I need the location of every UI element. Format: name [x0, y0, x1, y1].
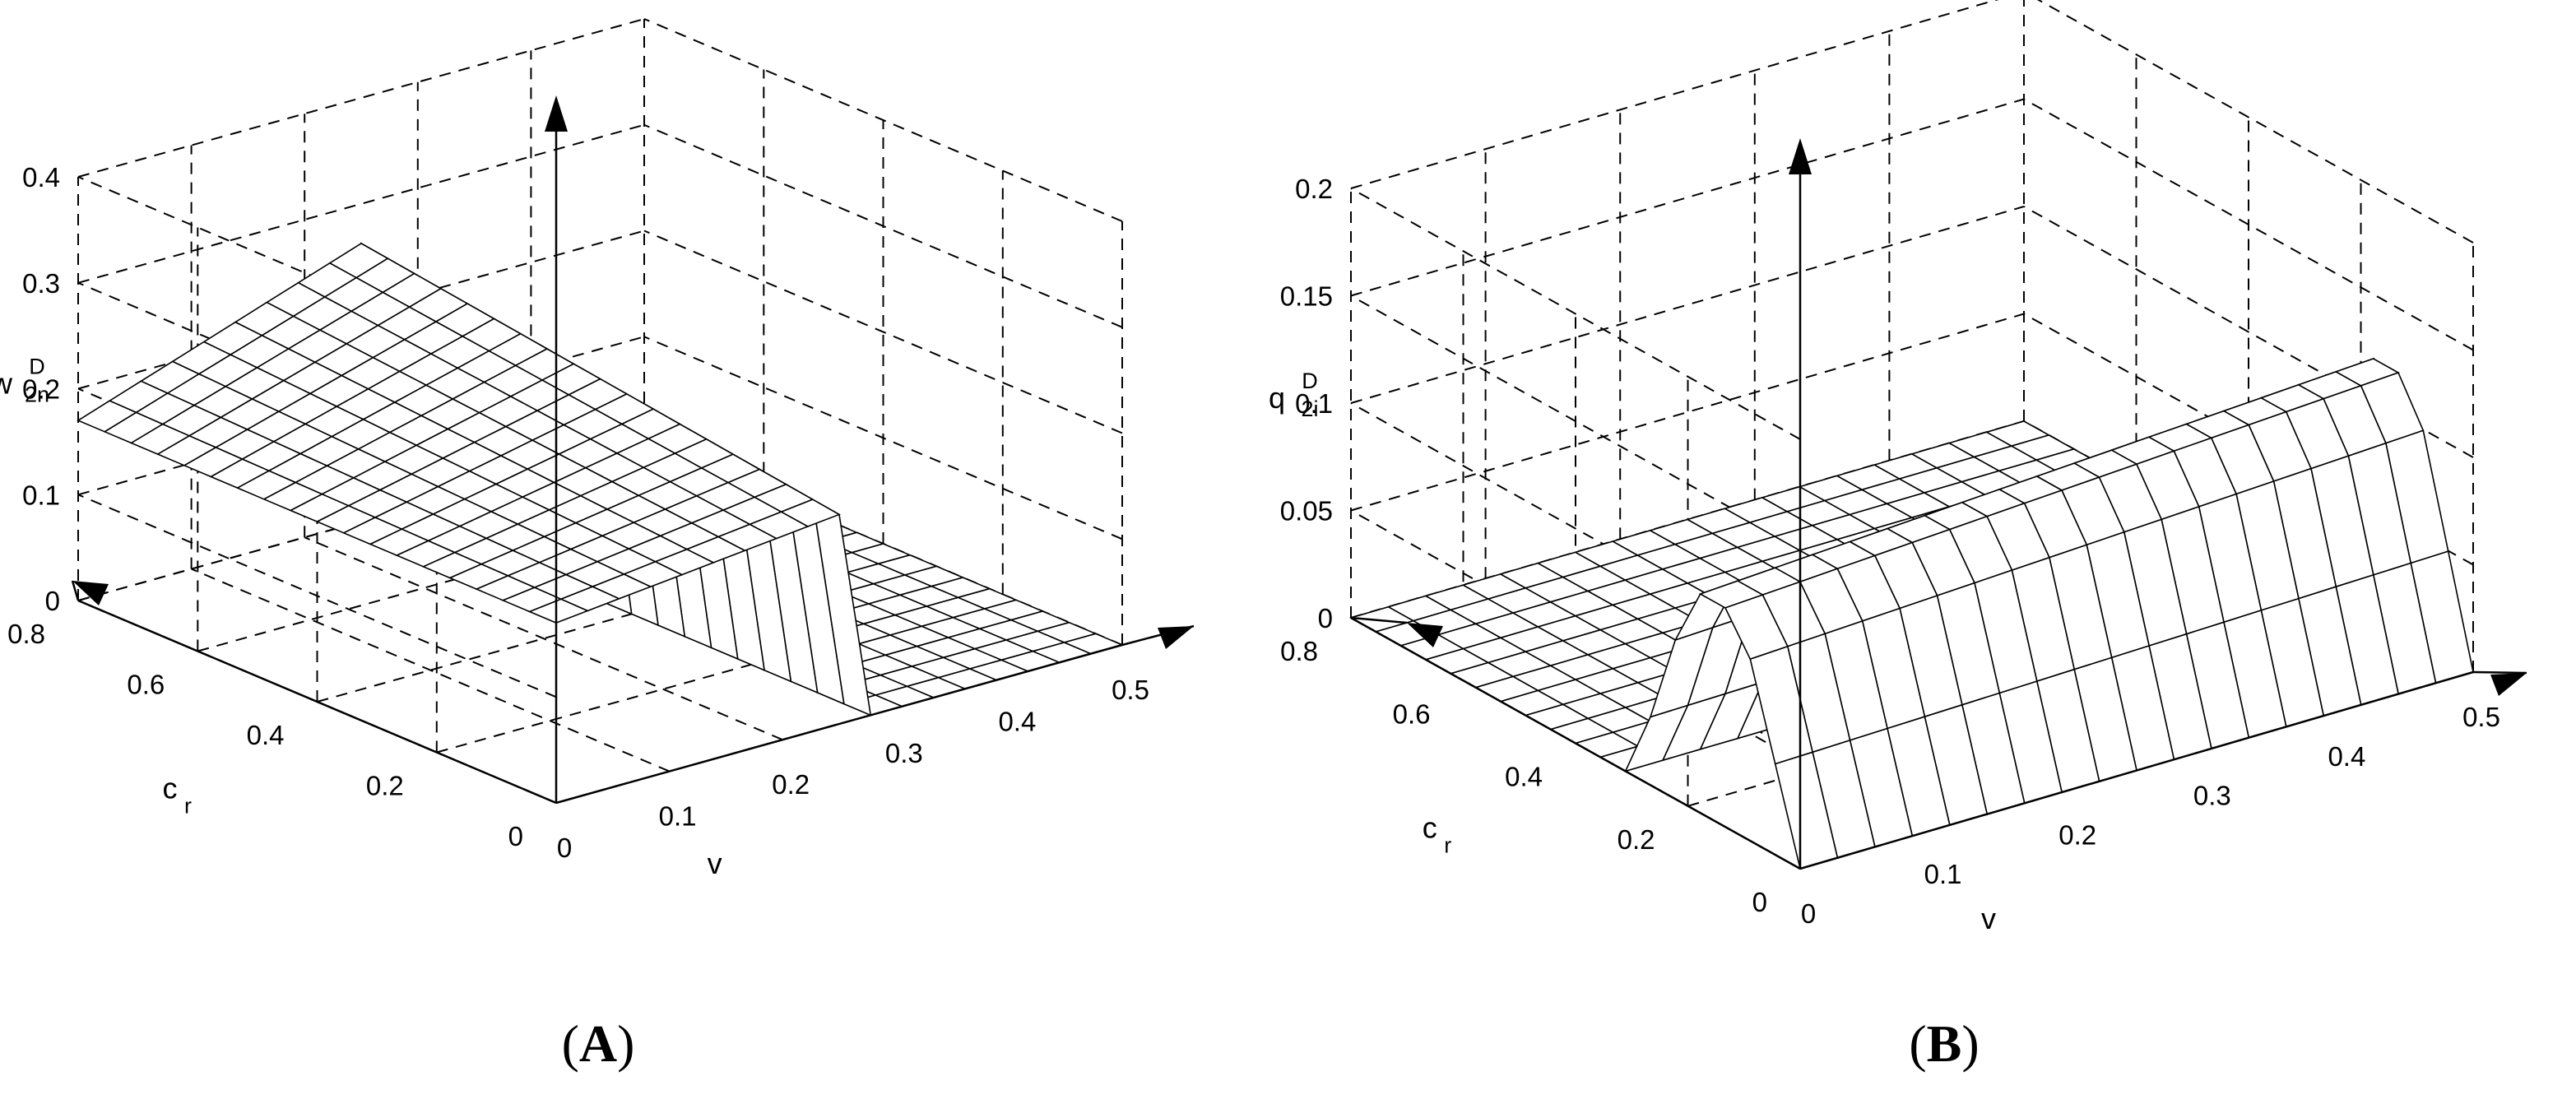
x-axis-arrowhead — [1407, 623, 1443, 647]
x-tick-label: 0.6 — [1393, 698, 1431, 729]
x-tick-label: 0.4 — [1505, 762, 1543, 792]
z-tick-label: 0 — [1318, 603, 1333, 633]
panel-label-part: ( — [562, 1014, 579, 1073]
wall-gridline — [2023, 98, 2474, 351]
z-axis-arrowhead — [1789, 138, 1812, 174]
z-tick-label: 0.05 — [1280, 496, 1333, 526]
y-axis — [555, 643, 1123, 805]
x-tick-label: 0.8 — [7, 619, 45, 649]
panel-label: (B) — [1909, 1014, 1979, 1073]
panel-label: (A) — [562, 1014, 635, 1073]
y-axis-arrowhead — [2490, 673, 2527, 696]
x-axis-arrowhead — [72, 581, 109, 605]
z-axis-arrowhead — [545, 95, 568, 132]
wall-gridline — [643, 230, 1123, 434]
y-tick-label: 0.1 — [659, 801, 697, 832]
y-axis-arrowhead — [1158, 626, 1194, 649]
wall-gridline — [77, 494, 557, 698]
x-tick-label: 0 — [1752, 887, 1767, 917]
z-tick-label: 0.15 — [1280, 281, 1333, 312]
y-axis-label: v — [1981, 902, 1996, 935]
x-axis-label: c — [1423, 810, 1437, 844]
x-axis-extension — [1350, 616, 1408, 624]
wall-gridline — [643, 336, 1123, 540]
y-tick-label: 0.5 — [2462, 702, 2500, 732]
wall-gridline — [2036, 0, 2474, 244]
y-tick-label: 0.2 — [2058, 819, 2096, 850]
z-tick-label: 0.2 — [22, 374, 60, 405]
x-axis-label: c — [162, 772, 177, 805]
x-tick-label: 0.8 — [1280, 636, 1318, 666]
y-tick-label: 0 — [557, 833, 572, 863]
y-tick-label: 0.2 — [772, 769, 810, 800]
y-axis-extension — [2472, 670, 2527, 675]
y-axis — [1799, 670, 2474, 870]
z-axis-label: w — [0, 367, 13, 401]
wall-gridline — [1350, 206, 2025, 404]
x-axis-label-sub: r — [1444, 833, 1451, 857]
panel-label-part: ) — [1961, 1014, 1979, 1073]
x-axis-label-sub: r — [184, 794, 192, 819]
z-tick-label: 0.3 — [22, 268, 60, 299]
wall-gridline — [1350, 188, 1801, 440]
x-axis-extension — [71, 580, 80, 601]
x-axis — [1350, 616, 1801, 870]
x-tick-label: 0.2 — [366, 771, 404, 801]
y-tick-label: 0 — [1801, 898, 1816, 929]
y-tick-label: 0.3 — [885, 738, 923, 768]
x-tick-label: 0.6 — [127, 670, 165, 700]
panel-label-part: B — [1927, 1014, 1962, 1073]
z-axis-label: q — [1269, 381, 1285, 415]
floor-gridline — [304, 536, 783, 741]
y-axis-label: v — [708, 847, 722, 880]
z-tick-label: 0.1 — [22, 480, 60, 510]
wall-gridline — [1350, 0, 1999, 189]
x-tick-label: 0.4 — [247, 720, 285, 750]
surface-facet — [527, 598, 590, 624]
panel-label-part: A — [579, 1014, 617, 1073]
panel-label-part: ( — [1909, 1014, 1926, 1073]
wall-gridline — [1350, 98, 2025, 297]
panel-b: 00.050.10.150.200.20.40.60.800.10.20.30.… — [1269, 0, 2527, 1073]
z-tick-label: 0 — [45, 586, 60, 616]
panel-label-part: ) — [617, 1014, 634, 1073]
y-tick-label: 0.4 — [998, 706, 1036, 736]
z-axis-label-sup: D — [29, 355, 45, 379]
x-axis — [77, 599, 557, 805]
z-axis-label-sub: 2n — [25, 383, 49, 407]
z-tick-label: 0.2 — [1295, 174, 1333, 204]
x-tick-label: 0.2 — [1618, 824, 1655, 855]
floor-gridline — [191, 568, 670, 772]
wall-gridline — [77, 18, 645, 178]
z-tick-label: 0.4 — [22, 162, 60, 193]
wall-gridline — [643, 123, 1123, 328]
y-tick-label: 0.1 — [1924, 859, 1962, 889]
panel-a: 00.10.20.30.400.20.40.60.800.10.20.30.40… — [0, 18, 1195, 1073]
wall-gridline — [643, 18, 1123, 222]
y-tick-label: 0.5 — [1112, 675, 1149, 705]
wall-gridline — [1350, 295, 1801, 548]
z-axis-label-sup: D — [1302, 369, 1318, 393]
y-tick-label: 0.3 — [2193, 781, 2231, 811]
y-tick-label: 0.4 — [2328, 741, 2365, 772]
x-tick-label: 0 — [508, 821, 523, 851]
z-tick-label: 0.1 — [1295, 388, 1333, 419]
z-axis-label-sub: 2i — [1301, 397, 1318, 421]
